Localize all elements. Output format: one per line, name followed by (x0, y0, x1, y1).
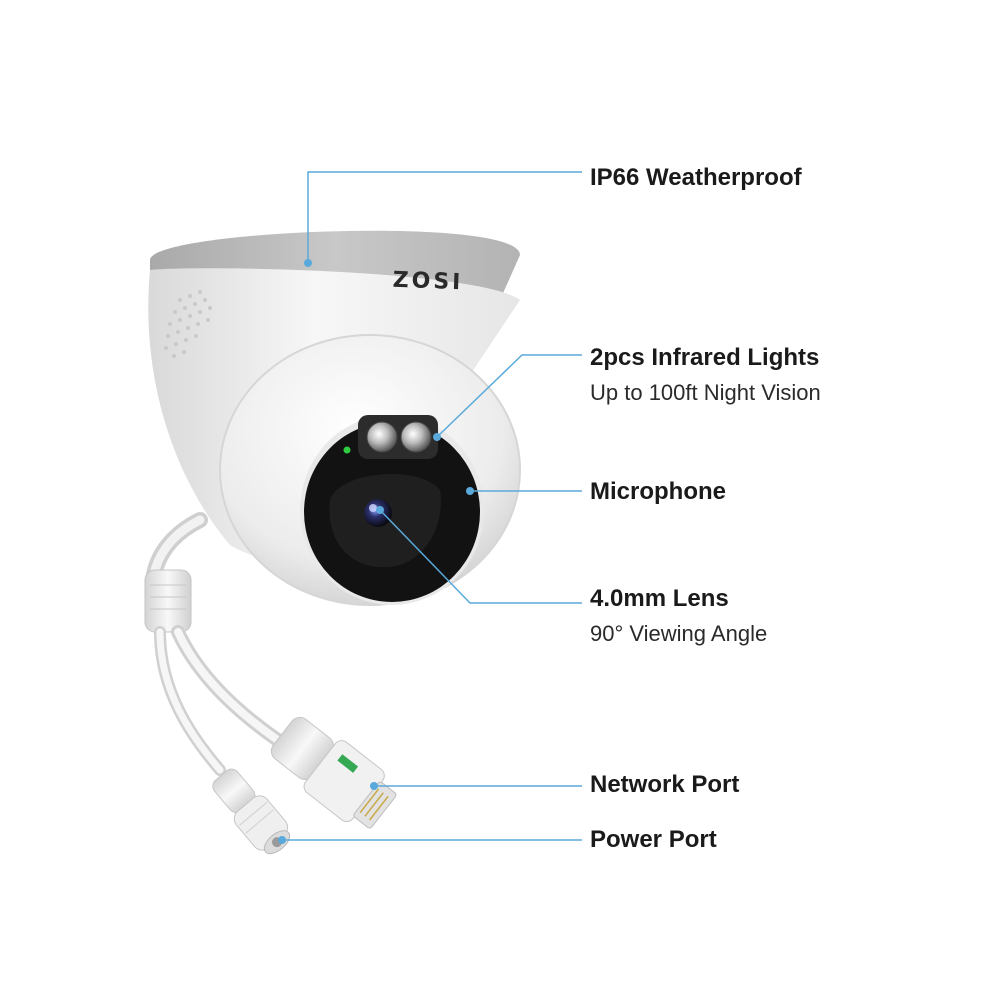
indicator-led (343, 446, 351, 454)
dot-network (370, 782, 378, 790)
leader-lens (379, 509, 582, 604)
leader-ip66 (307, 171, 582, 263)
callout-ip66-title: IP66 Weatherproof (590, 164, 802, 191)
callout-power-title: Power Port (590, 826, 717, 853)
callout-infrared-subtitle: Up to 100ft Night Vision (590, 380, 821, 405)
dot-microphone (466, 487, 474, 495)
dot-power (278, 836, 286, 844)
callout-lens-subtitle: 90° Viewing Angle (590, 621, 768, 646)
cable-assembly (144, 512, 397, 855)
callout-microphone-title: Microphone (590, 478, 726, 505)
dot-infrared (433, 433, 441, 441)
brand-logo: ZOSI (392, 268, 464, 295)
dot-lens (376, 506, 384, 514)
callout-infrared-title: 2pcs Infrared Lights (590, 344, 820, 371)
camera-dome (148, 230, 521, 606)
callout-network-title: Network Port (590, 771, 740, 798)
dot-ip66 (304, 259, 312, 267)
callout-leader-lines (282, 171, 582, 841)
callout-dots (278, 259, 474, 844)
leader-infrared (436, 354, 582, 438)
callout-lens-title: 4.0mm Lens (590, 585, 729, 612)
